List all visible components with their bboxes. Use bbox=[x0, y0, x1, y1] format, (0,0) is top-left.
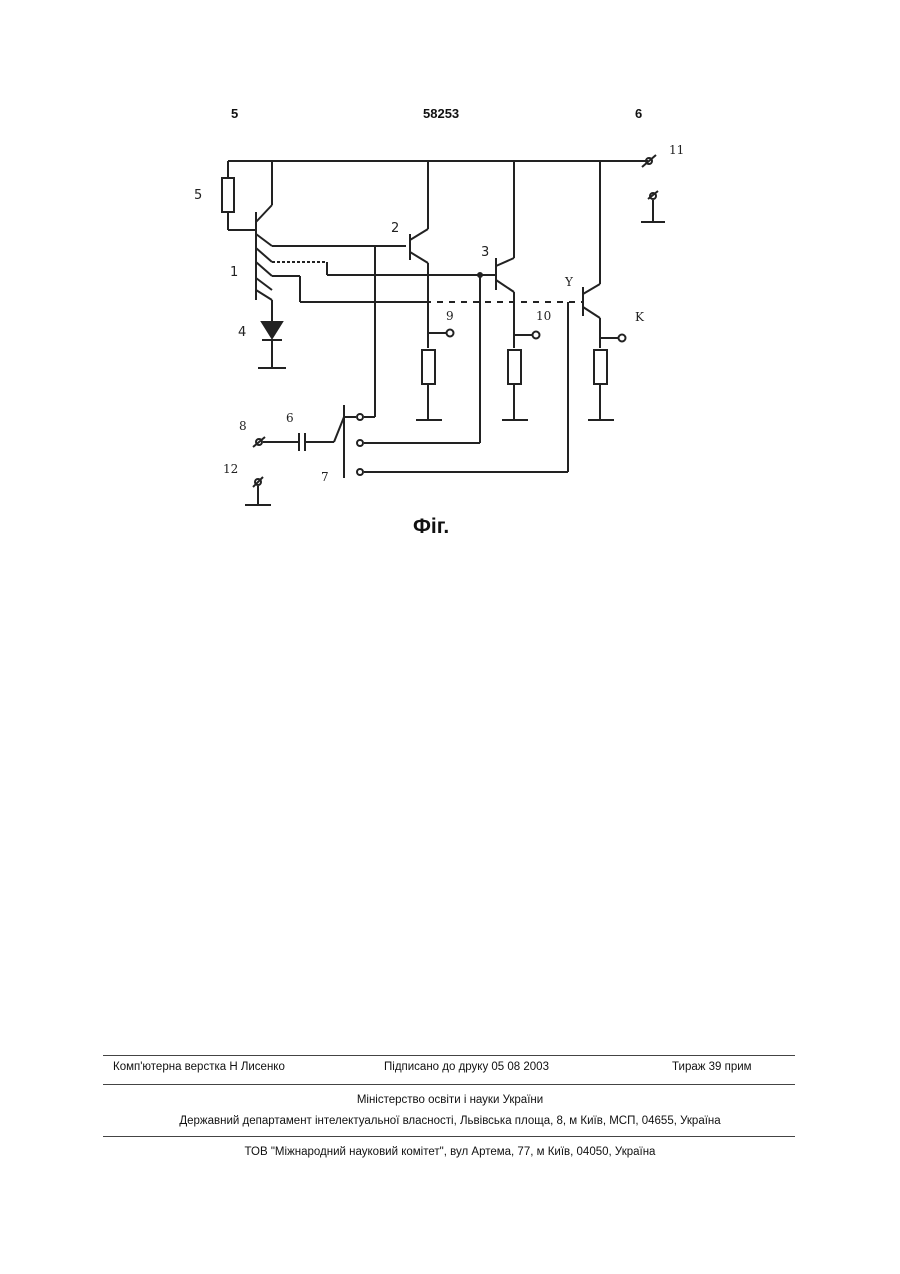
load-resistor bbox=[508, 350, 521, 384]
output-terminal-10 bbox=[533, 332, 540, 339]
label-8: 8 bbox=[239, 419, 247, 433]
transistor-y-emitter bbox=[583, 307, 600, 318]
output-terminal-k bbox=[619, 335, 626, 342]
label-10: 10 bbox=[536, 309, 551, 323]
footer-printer: ТОВ "Міжнародний науковий комітет", вул … bbox=[0, 1146, 900, 1158]
emitter bbox=[256, 234, 272, 246]
transistor-1-collector bbox=[256, 205, 272, 222]
load-resistor bbox=[422, 350, 435, 384]
label-3: 3 bbox=[481, 245, 489, 260]
emitter bbox=[256, 248, 272, 262]
label-k: K bbox=[635, 310, 645, 324]
label-1: 1 bbox=[230, 265, 238, 280]
footer-rule bbox=[103, 1055, 795, 1056]
label-y: Y bbox=[564, 275, 574, 289]
footer-department: Державний департамент інтелектуальної вл… bbox=[0, 1115, 900, 1127]
emitter bbox=[256, 262, 272, 276]
transistor-2-collector bbox=[410, 229, 428, 240]
transistor-3-emitter bbox=[496, 280, 514, 292]
label-12: 12 bbox=[223, 462, 238, 476]
switch-7-contact bbox=[334, 417, 344, 442]
label-11: 11 bbox=[669, 143, 684, 157]
label-7: 7 bbox=[321, 470, 329, 484]
footer-print-run: Тираж 39 прим bbox=[672, 1061, 752, 1073]
label-9: 9 bbox=[446, 309, 454, 323]
emitter bbox=[256, 278, 272, 290]
output-terminal-9 bbox=[447, 330, 454, 337]
load-resistor bbox=[594, 350, 607, 384]
footer-layout-credit: Комп'ютерна верстка Н Лисенко bbox=[113, 1061, 285, 1073]
label-4: 4 bbox=[238, 325, 246, 340]
switch-contact bbox=[357, 414, 363, 420]
switch-contact bbox=[357, 440, 363, 446]
circuit-schematic: 5 1 4 2 3 Y 9 10 K 11 6 8 7 12 Фіг. bbox=[0, 0, 900, 560]
transistor-2-emitter bbox=[410, 252, 428, 263]
footer-rule bbox=[103, 1084, 795, 1085]
footer-ministry: Міністерство освіти і науки України bbox=[0, 1094, 900, 1106]
label-6: 6 bbox=[286, 411, 294, 425]
footer-rule bbox=[103, 1136, 795, 1137]
figure-caption: Фіг. bbox=[413, 515, 449, 538]
label-2: 2 bbox=[391, 221, 399, 236]
diode-4 bbox=[262, 322, 282, 338]
footer-signed-date: Підписано до друку 05 08 2003 bbox=[384, 1061, 549, 1073]
label-5: 5 bbox=[194, 188, 202, 203]
transistor-y-collector bbox=[583, 284, 600, 294]
transistor-3-collector bbox=[496, 258, 514, 266]
switch-contact bbox=[357, 469, 363, 475]
wire bbox=[256, 290, 272, 300]
resistor-5 bbox=[222, 178, 234, 212]
